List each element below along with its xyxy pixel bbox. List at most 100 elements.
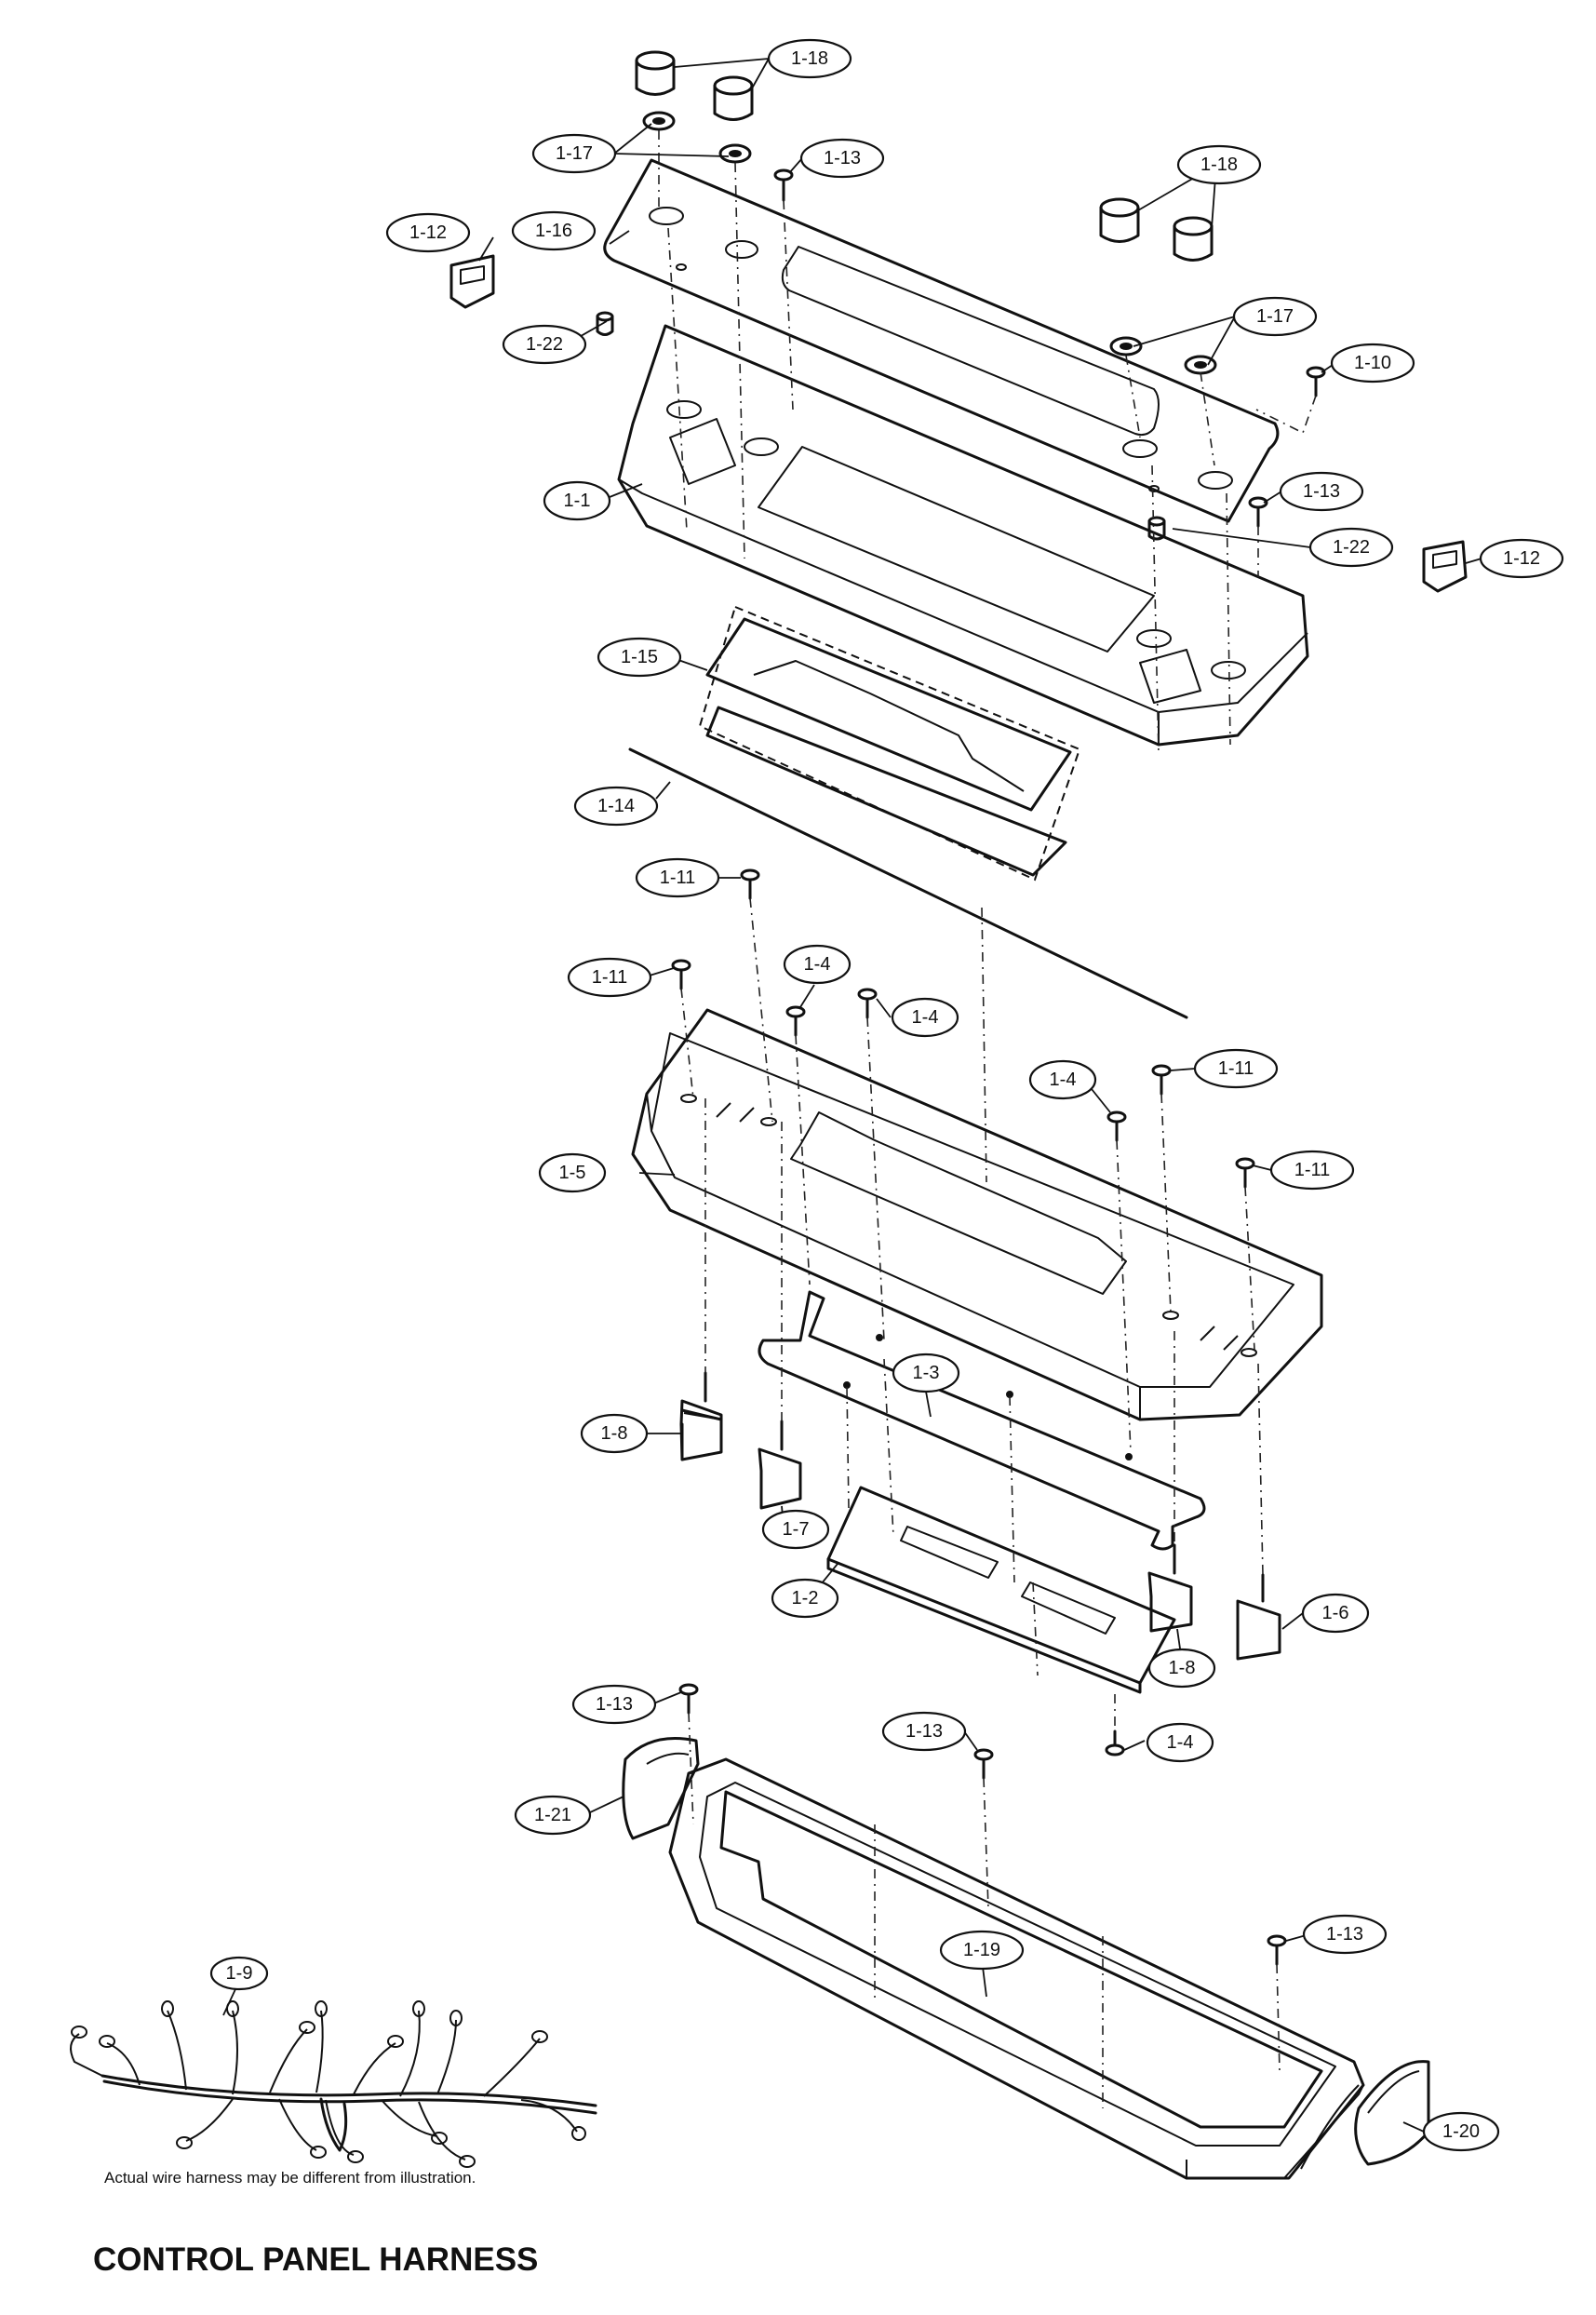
callout-1-18-top-left: 1-18 <box>767 38 852 79</box>
callout-1-8-right: 1-8 <box>1147 1648 1216 1689</box>
svg-text:1-22: 1-22 <box>1333 537 1370 558</box>
svg-text:1-17: 1-17 <box>556 143 593 164</box>
svg-text:1-13: 1-13 <box>905 1721 943 1742</box>
alignment-axes <box>658 130 1317 2072</box>
page-title: CONTROL PANEL HARNESS <box>93 2241 539 2278</box>
knob-1-18-right-a <box>1099 197 1140 243</box>
svg-text:1-8: 1-8 <box>1169 1658 1196 1678</box>
callout-1-5: 1-5 <box>538 1152 607 1193</box>
callout-1-16: 1-16 <box>511 210 597 251</box>
callout-1-11-c: 1-11 <box>1193 1048 1279 1089</box>
svg-text:1-4: 1-4 <box>1167 1732 1194 1753</box>
svg-text:1-7: 1-7 <box>783 1519 810 1540</box>
callout-1-6: 1-6 <box>1301 1593 1370 1634</box>
screw-1-4-c <box>1106 1110 1127 1142</box>
svg-text:1-13: 1-13 <box>1326 1924 1363 1945</box>
callout-1-22-left: 1-22 <box>502 324 587 365</box>
screw-1-11-b <box>671 959 691 990</box>
callout-1-7: 1-7 <box>761 1509 830 1550</box>
callout-1-12-left: 1-12 <box>385 212 471 253</box>
end-cap-1-20 <box>1354 2060 1430 2166</box>
switch-1-8-left <box>679 1371 723 1461</box>
wire-harness-1-9 <box>70 2000 597 2168</box>
switch-1-7 <box>758 1420 802 1510</box>
callout-1-8-left: 1-8 <box>580 1413 649 1454</box>
svg-text:1-21: 1-21 <box>534 1805 571 1825</box>
switch-1-6 <box>1236 1573 1281 1661</box>
callout-1-11-a: 1-11 <box>635 857 720 898</box>
callout-1-19: 1-19 <box>939 1930 1025 1971</box>
svg-text:1-13: 1-13 <box>1303 481 1340 502</box>
svg-text:1-12: 1-12 <box>409 222 447 243</box>
leader-lines <box>222 58 1482 2133</box>
svg-text:1-11: 1-11 <box>660 868 696 888</box>
callout-1-15: 1-15 <box>597 637 682 678</box>
screw-1-13-lower-c <box>1267 1934 1287 1966</box>
screw-1-11-a <box>740 868 760 900</box>
clip-1-12-left <box>449 254 495 309</box>
callout-1-20: 1-20 <box>1422 2111 1500 2152</box>
knob-1-18-left-a <box>635 50 676 96</box>
callout-1-14: 1-14 <box>573 786 659 827</box>
callout-1-4-bottom: 1-4 <box>1146 1722 1214 1763</box>
svg-text:1-18: 1-18 <box>1200 155 1238 175</box>
led-1-22-left <box>596 311 614 336</box>
screw-1-4-b <box>857 988 878 1019</box>
pcb-1-2 <box>826 1486 1176 1694</box>
callout-1-4-c: 1-4 <box>1028 1059 1097 1100</box>
callout-1-13-lower-left: 1-13 <box>571 1684 657 1725</box>
harness-disclaimer: Actual wire harness may be different fro… <box>104 2169 476 2187</box>
svg-text:1-3: 1-3 <box>913 1363 940 1383</box>
screw-1-11-c <box>1151 1064 1172 1096</box>
knob-1-18-right-b <box>1173 216 1214 262</box>
svg-text:1-9: 1-9 <box>226 1963 253 1984</box>
washer-1-17-group <box>642 111 1217 375</box>
panel-housing-1-1 <box>617 324 1309 747</box>
svg-text:1-15: 1-15 <box>621 647 658 667</box>
callout-1-2: 1-2 <box>771 1578 839 1619</box>
screw-1-4-d <box>1105 1730 1125 1756</box>
callout-1-4-a: 1-4 <box>783 944 852 985</box>
svg-text:1-11: 1-11 <box>1294 1160 1331 1180</box>
svg-text:1-4: 1-4 <box>804 954 831 975</box>
callout-1-17-top-left: 1-17 <box>531 133 617 174</box>
svg-text:1-6: 1-6 <box>1322 1603 1349 1623</box>
rod-1-14 <box>628 747 1188 1019</box>
screw-1-13-right <box>1248 496 1268 528</box>
svg-text:1-16: 1-16 <box>535 221 572 241</box>
svg-text:1-13: 1-13 <box>824 148 861 168</box>
callout-1-21: 1-21 <box>514 1795 592 1836</box>
callout-1-9: 1-9 <box>209 1956 269 1991</box>
svg-text:1-13: 1-13 <box>596 1694 633 1715</box>
svg-text:1-4: 1-4 <box>1050 1070 1077 1090</box>
callout-1-1: 1-1 <box>543 480 611 521</box>
svg-text:1-11: 1-11 <box>1218 1058 1254 1079</box>
svg-text:1-14: 1-14 <box>597 796 635 816</box>
screw-1-4-a <box>785 1005 806 1037</box>
svg-text:1-22: 1-22 <box>526 334 563 355</box>
svg-text:1-1: 1-1 <box>564 491 591 511</box>
bezel-1-5 <box>631 1008 1323 1421</box>
callout-1-13-lower-mid: 1-13 <box>881 1711 967 1752</box>
svg-text:1-11: 1-11 <box>592 967 628 988</box>
callout-1-11-b: 1-11 <box>567 957 652 998</box>
callout-1-3: 1-3 <box>892 1353 960 1393</box>
overlay-panel-1-16 <box>603 158 1280 523</box>
screw-1-13-lower-b <box>973 1748 994 1780</box>
callout-1-13-right: 1-13 <box>1279 471 1364 512</box>
callout-1-17-top-right: 1-17 <box>1232 296 1318 337</box>
svg-text:1-12: 1-12 <box>1503 548 1540 569</box>
clip-1-12-right <box>1422 540 1468 593</box>
svg-text:1-2: 1-2 <box>792 1588 819 1608</box>
knob-1-18-left-b <box>713 75 754 121</box>
base-tray-1-19 <box>668 1757 1365 2180</box>
end-cap-1-21 <box>622 1737 700 1840</box>
screw-1-13-top <box>773 168 794 202</box>
callout-1-12-right: 1-12 <box>1479 538 1564 579</box>
callout-1-13-lower-right: 1-13 <box>1302 1914 1388 1955</box>
screw-1-11-d <box>1235 1157 1255 1189</box>
svg-text:1-5: 1-5 <box>559 1163 586 1183</box>
callout-1-18-top-right: 1-18 <box>1176 144 1262 185</box>
screw-1-10 <box>1306 366 1326 397</box>
svg-text:1-10: 1-10 <box>1354 353 1391 373</box>
